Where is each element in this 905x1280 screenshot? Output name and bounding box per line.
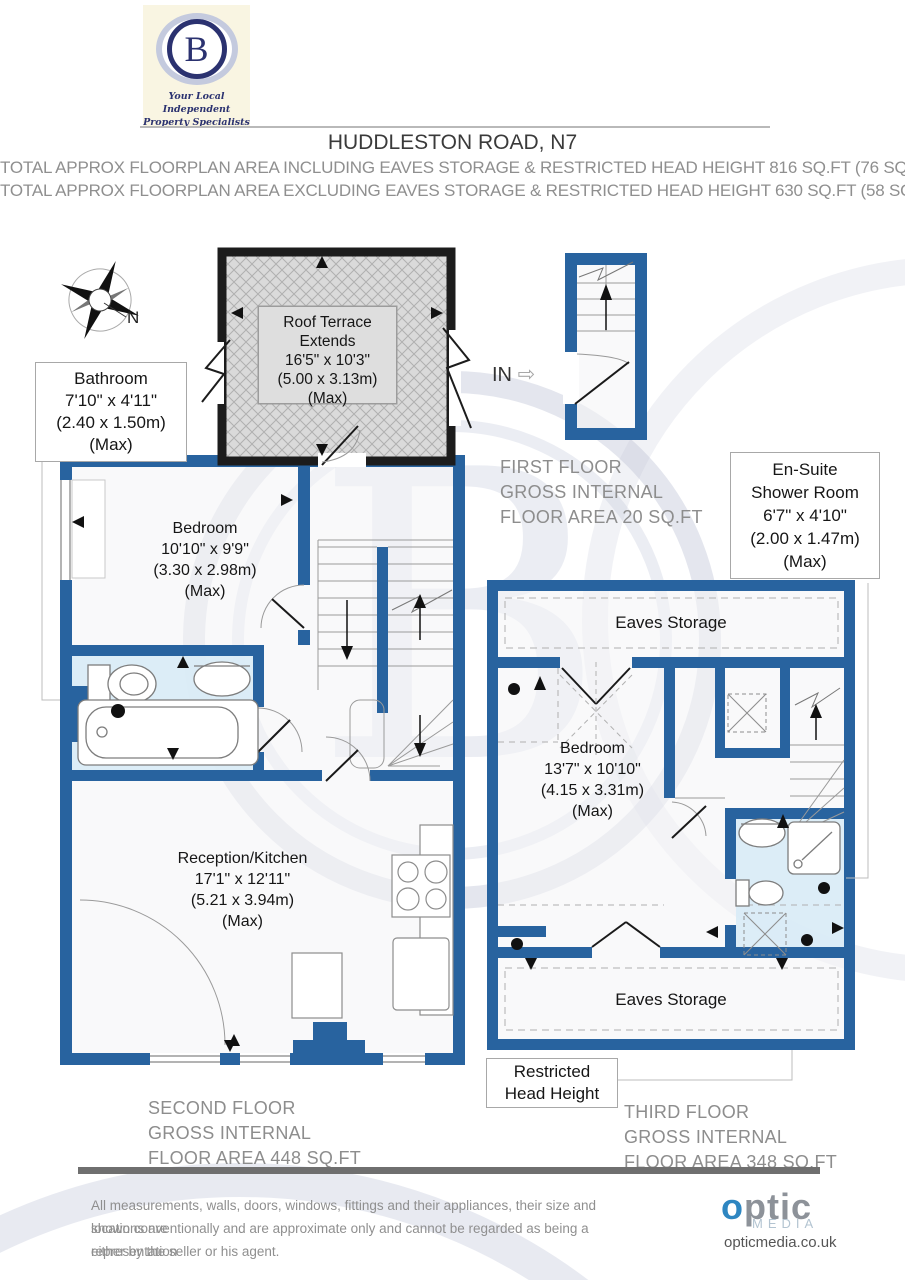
- ensuite-max: (Max): [783, 552, 827, 571]
- roof-terrace-label: Roof Terrace Extends 16'5" x 10'3" (5.00…: [258, 306, 397, 407]
- disclaimer-line1: All measurements, walls, doors, windows,…: [91, 1198, 596, 1236]
- optic-media-logo: optic: [721, 1186, 812, 1228]
- first-floor-caption: FIRST FLOOR GROSS INTERNAL FLOOR AREA 20…: [500, 455, 703, 530]
- total-area-including: TOTAL APPROX FLOORPLAN AREA INCLUDING EA…: [0, 158, 905, 177]
- logo-tagline-line2: Property Specialists: [143, 117, 250, 128]
- second-floor-caption-line1: SECOND FLOOR: [148, 1098, 296, 1118]
- first-floor-caption-line1: FIRST FLOOR: [500, 457, 622, 477]
- second-floor-caption-line2: GROSS INTERNAL: [148, 1123, 312, 1143]
- first-floor-caption-line2: GROSS INTERNAL: [500, 482, 664, 502]
- entry-in-text: IN: [492, 364, 512, 386]
- entry-arrow-icon: ⇨: [517, 363, 536, 386]
- terrace-name: Roof Terrace: [283, 314, 372, 331]
- bedroom-third-label: Bedroom 13'7" x 10'10" (4.15 x 3.31m) (M…: [505, 738, 680, 822]
- restricted-line2: Head Height: [504, 1084, 600, 1103]
- reception-dims-metric: (5.21 x 3.94m): [190, 892, 295, 909]
- restricted-head-height-label: Restricted Head Height: [486, 1058, 618, 1108]
- page-title: HUDDLESTON ROAD, N7: [327, 131, 578, 154]
- third-floor-caption-line1: THIRD FLOOR: [624, 1102, 750, 1122]
- footer-divider-bar: [78, 1167, 820, 1174]
- bathroom-max: (Max): [89, 435, 133, 454]
- logo-ring: B: [155, 13, 238, 85]
- logo-tagline-line1: Your Local Independent: [162, 91, 231, 115]
- optic-media-url: opticmedia.co.uk: [724, 1234, 837, 1251]
- first-floor-plan: [563, 253, 647, 440]
- logo-inner-ring: B: [166, 19, 227, 79]
- reception-max: (Max): [222, 913, 263, 930]
- bathroom-dims-metric: (2.40 x 1.50m): [56, 413, 166, 432]
- total-area-excluding: TOTAL APPROX FLOORPLAN AREA EXCLUDING EA…: [0, 181, 905, 200]
- bedroom2-max: (Max): [184, 583, 226, 600]
- reception-dims-imperial: 17'1" x 12'11": [194, 871, 291, 888]
- ensuite-dims-metric: (2.00 x 1.47m): [750, 529, 860, 548]
- bathroom-dims-imperial: 7'10" x 4'11": [65, 391, 157, 410]
- logo-letter: B: [184, 29, 209, 69]
- third-floor-caption-line2: GROSS INTERNAL: [624, 1127, 788, 1147]
- eaves-storage-bottom-label: Eaves Storage: [615, 990, 727, 1009]
- terrace-dims-metric: (5.00 x 3.13m): [277, 371, 378, 388]
- third-floor-plan: [487, 580, 855, 1050]
- bedroom2-name: Bedroom: [172, 520, 238, 537]
- terrace-name2: Extends: [299, 333, 356, 350]
- bedroom3-name: Bedroom: [560, 740, 625, 757]
- bedroom2-dims-imperial: 10'10" x 9'9": [161, 541, 249, 558]
- terrace-dims-imperial: 16'5" x 10'3": [284, 352, 370, 369]
- disclaimer-line3: either by the seller or his agent.: [91, 1244, 280, 1259]
- compass-north-label: N: [127, 308, 140, 327]
- logo-tagline: Your Local Independent Property Speciali…: [143, 90, 250, 129]
- bathroom-name: Bathroom: [74, 369, 148, 388]
- terrace-max: (Max): [307, 390, 348, 407]
- optic-media-word: MEDIA: [752, 1216, 819, 1231]
- header-divider: [140, 126, 770, 128]
- bedroom3-dims-imperial: 13'7" x 10'10": [544, 761, 641, 778]
- bedroom2-dims-metric: (3.30 x 2.98m): [153, 562, 257, 579]
- reception-kitchen-label: Reception/Kitchen 17'1" x 12'11" (5.21 x…: [150, 848, 335, 932]
- bedroom3-max: (Max): [572, 803, 613, 820]
- bathroom-label: Bathroom 7'10" x 4'11" (2.40 x 1.50m) (M…: [35, 362, 187, 462]
- bedroom3-dims-metric: (4.15 x 3.31m): [540, 782, 645, 799]
- second-floor-plan: [57, 455, 465, 1065]
- second-floor-caption: SECOND FLOOR GROSS INTERNAL FLOOR AREA 4…: [148, 1096, 361, 1171]
- entry-label: IN ⇨: [492, 362, 535, 387]
- eaves-storage-top-label: Eaves Storage: [615, 613, 727, 632]
- ensuite-name2: Shower Room: [751, 483, 859, 502]
- ensuite-dims-imperial: 6'7" x 4'10": [763, 506, 847, 525]
- bedroom-second-label: Bedroom 10'10" x 9'9" (3.30 x 2.98m) (Ma…: [120, 518, 290, 602]
- ensuite-name: En-Suite: [772, 460, 838, 479]
- restricted-line1: Restricted: [513, 1062, 591, 1081]
- reception-name: Reception/Kitchen: [177, 850, 308, 867]
- third-floor-caption: THIRD FLOOR GROSS INTERNAL FLOOR AREA 34…: [624, 1100, 837, 1175]
- disclaimer-line2: shown conventionally and are approximate…: [91, 1221, 589, 1259]
- agency-logo: B Your Local Independent Property Specia…: [143, 5, 250, 129]
- first-floor-caption-line3: FLOOR AREA 20 SQ.FT: [500, 507, 703, 527]
- second-floor-caption-line3: FLOOR AREA 448 SQ.FT: [148, 1148, 362, 1168]
- compass-icon: [61, 261, 139, 339]
- optic-logo-o: o: [721, 1186, 744, 1227]
- ensuite-label: En-Suite Shower Room 6'7" x 4'10" (2.00 …: [730, 452, 880, 579]
- optic-logo-ptic: ptic: [744, 1186, 813, 1227]
- leader-lines: [41, 452, 869, 1081]
